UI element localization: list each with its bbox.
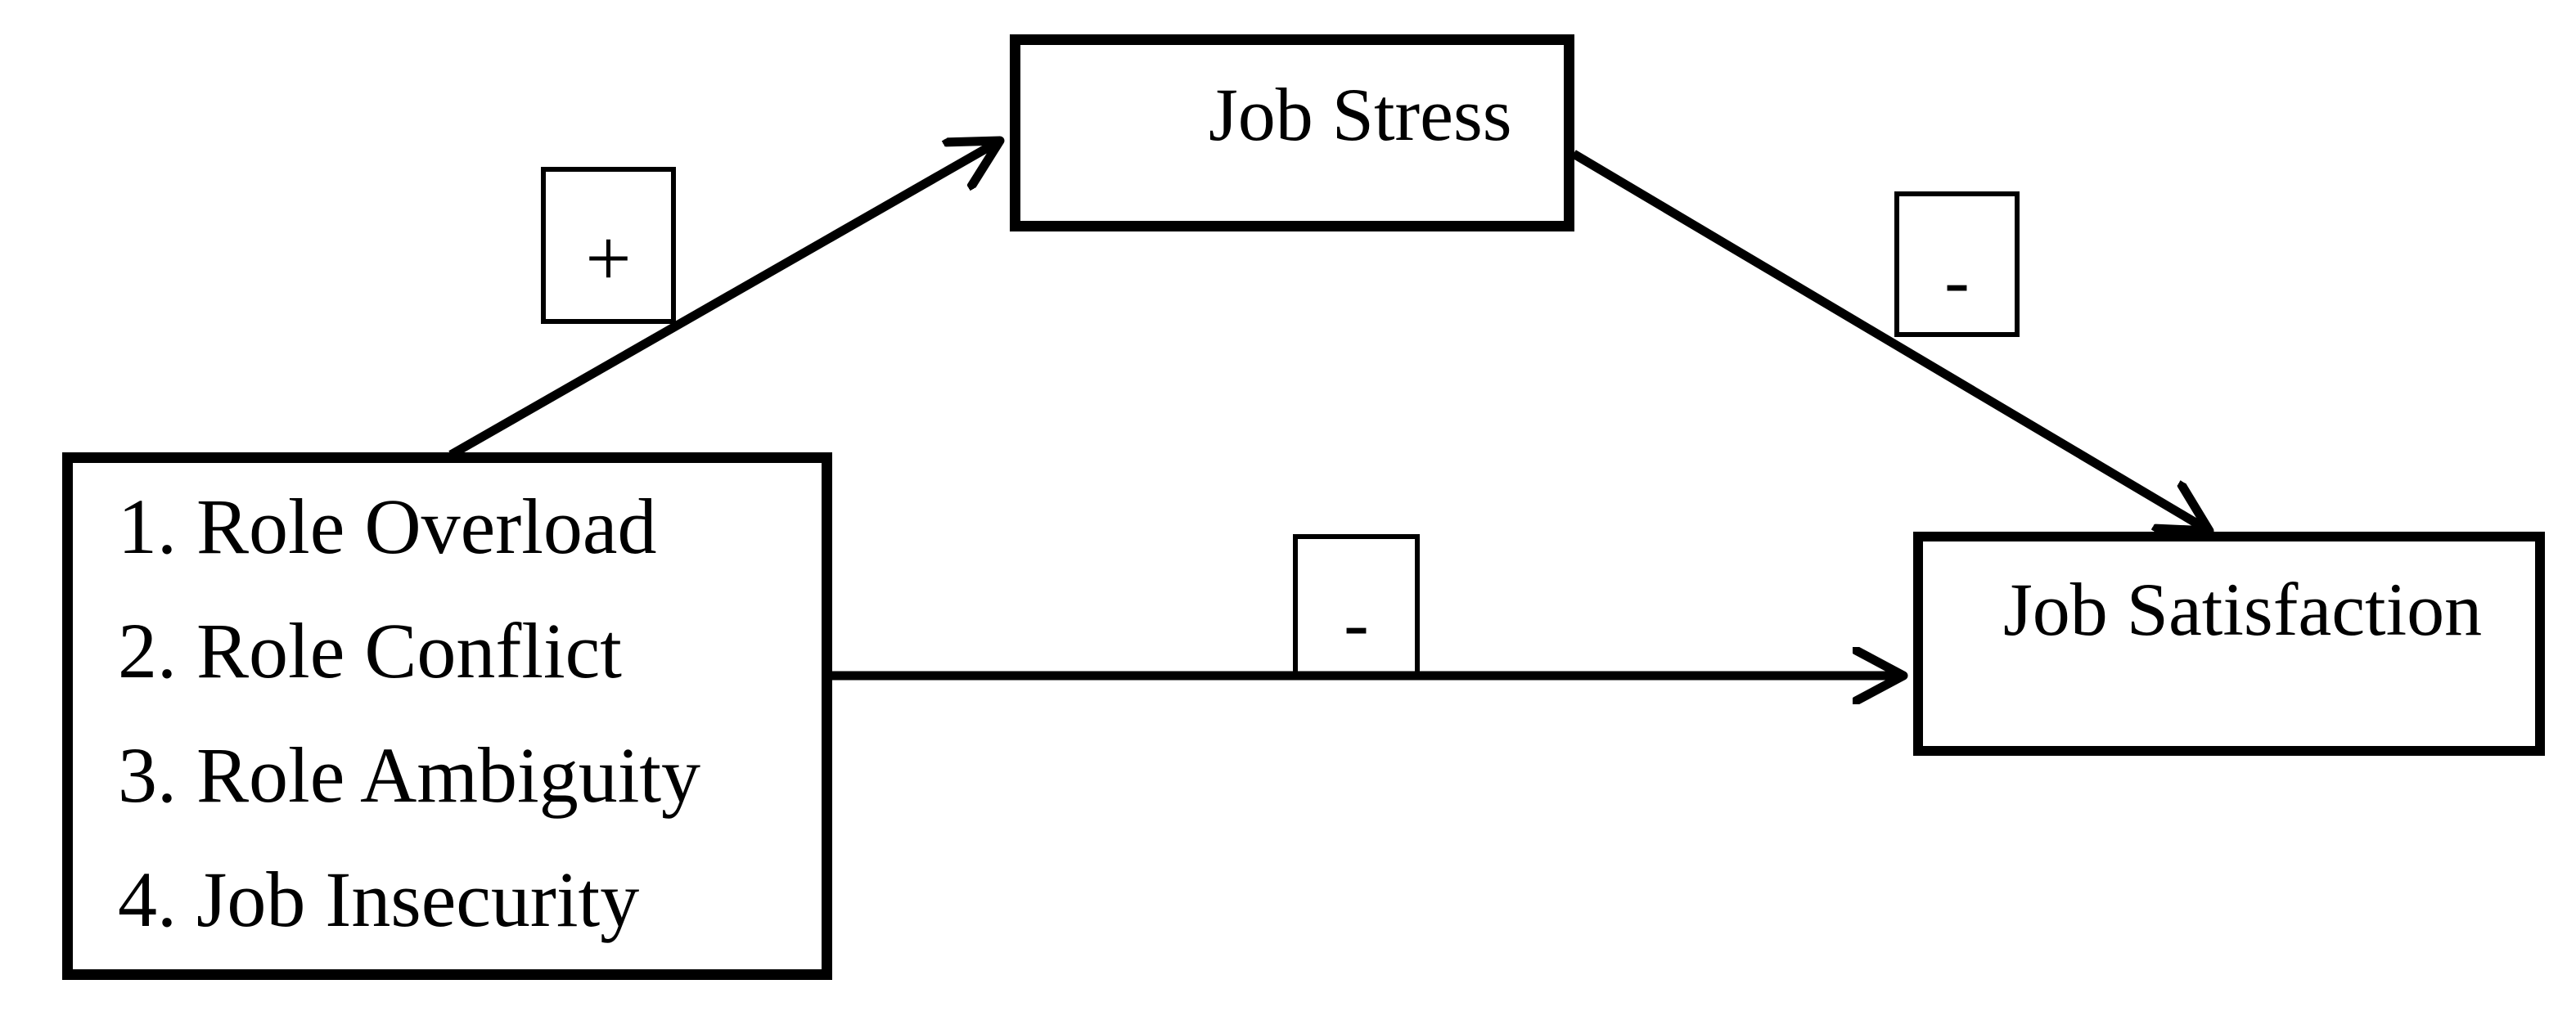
minus-sign-label: - (1944, 239, 1970, 322)
arrow-job-stress-to-job-satisfaction (1571, 150, 2209, 531)
job-satisfaction-label: Job Satisfaction (2003, 568, 2483, 651)
stressor-item: 4. Job Insecurity (118, 856, 640, 943)
plus-sign-box: + (541, 167, 676, 324)
stressor-item: 1. Role Overload (118, 483, 657, 570)
minus-sign-label: - (1344, 581, 1369, 665)
job-stress-label: Job Stress (1209, 73, 1512, 156)
job-satisfaction-box: Job Satisfaction (1913, 532, 2545, 756)
job-stress-box: Job Stress (1010, 34, 1574, 231)
minus-sign-box-middle: - (1293, 534, 1420, 679)
stressor-item: 3. Role Ambiguity (118, 731, 701, 819)
plus-sign-label: + (585, 212, 632, 303)
minus-sign-box-top: - (1894, 191, 2020, 337)
stressor-item: 2. Role Conflict (118, 607, 622, 694)
arrow-stressors-to-job-stress (448, 141, 1000, 459)
stressors-box: 1. Role Overload 2. Role Conflict 3. Rol… (62, 452, 832, 980)
